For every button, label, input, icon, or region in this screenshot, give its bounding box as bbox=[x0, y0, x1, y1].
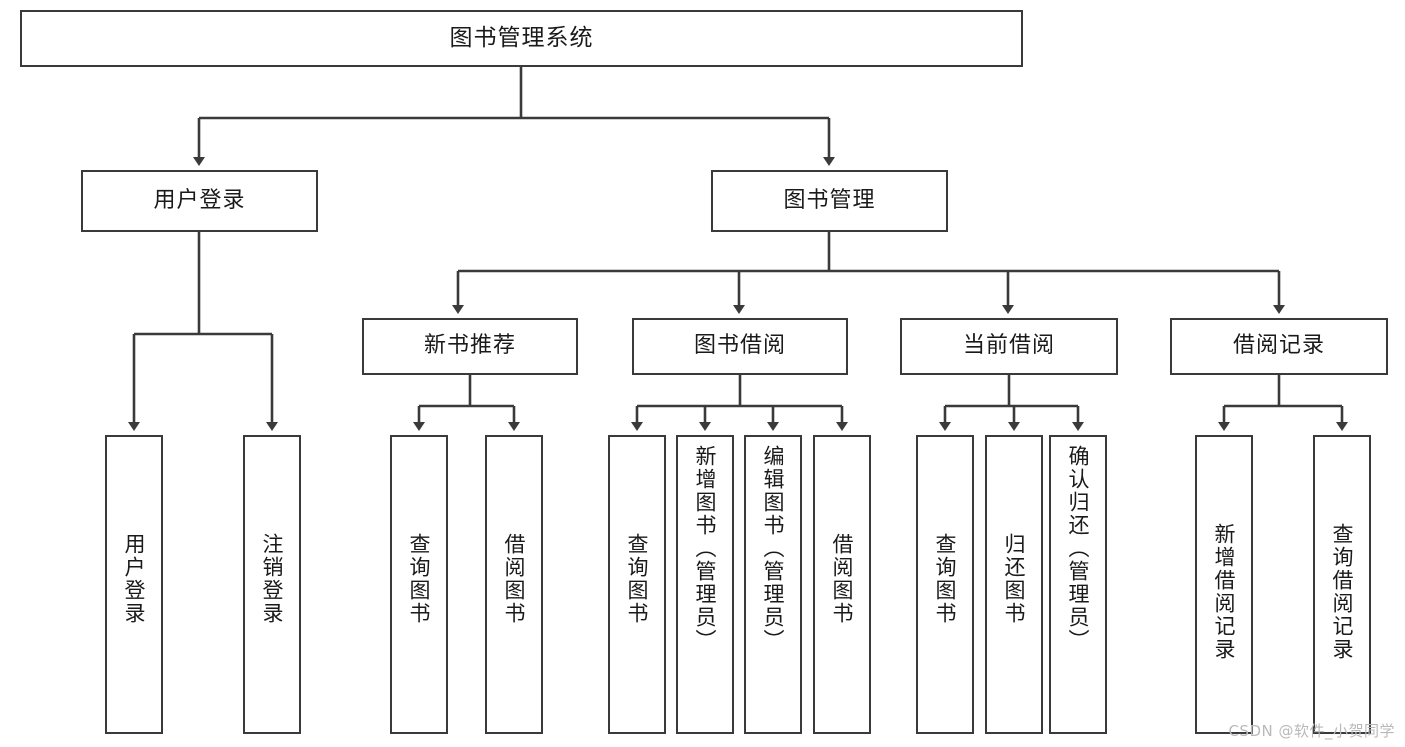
leaf-rec-query2-label: 查询借阅记录 bbox=[1330, 523, 1355, 661]
leaf-cur-confirm[interactable]: 确认归还（管理员） bbox=[1049, 435, 1107, 734]
leaf-borrow-add[interactable]: 新增图书（管理员） bbox=[676, 435, 734, 734]
node-current-borrow[interactable]: 当前借阅 bbox=[900, 318, 1118, 375]
leaf-borrow-edit[interactable]: 编辑图书（管理员） bbox=[744, 435, 802, 734]
leaf-rec-borrow-label: 借阅图书 bbox=[502, 533, 527, 625]
leaf-rec-query[interactable]: 查询图书 bbox=[390, 435, 448, 734]
leaf-cur-return-label: 归还图书 bbox=[1002, 533, 1027, 625]
node-root-label: 图书管理系统 bbox=[449, 24, 594, 51]
leaf-user-login[interactable]: 用户登录 bbox=[105, 435, 163, 734]
leaf-user-login-label: 用户登录 bbox=[122, 533, 147, 625]
leaf-rec-borrow[interactable]: 借阅图书 bbox=[485, 435, 543, 734]
node-current-borrow-label: 当前借阅 bbox=[962, 333, 1055, 359]
leaf-borrow-add-label: 新增图书（管理员） bbox=[693, 445, 718, 652]
node-user-login[interactable]: 用户登录 bbox=[81, 170, 318, 232]
node-user-login-label: 用户登录 bbox=[153, 187, 246, 213]
watermark-text: CSDN @软件_小贺同学 bbox=[1228, 722, 1395, 740]
leaf-user-logout-label: 注销登录 bbox=[260, 533, 285, 625]
node-book-borrow-label: 图书借阅 bbox=[693, 333, 786, 359]
leaf-cur-query[interactable]: 查询图书 bbox=[916, 435, 974, 734]
leaf-cur-confirm-label: 确认归还（管理员） bbox=[1066, 445, 1091, 652]
node-book-manage-label: 图书管理 bbox=[783, 187, 876, 213]
node-root[interactable]: 图书管理系统 bbox=[20, 10, 1023, 67]
leaf-borrow-query-label: 查询图书 bbox=[625, 533, 650, 625]
leaf-borrow-edit-label: 编辑图书（管理员） bbox=[761, 445, 786, 652]
leaf-user-logout[interactable]: 注销登录 bbox=[243, 435, 301, 734]
node-borrow-record-label: 借阅记录 bbox=[1232, 333, 1325, 359]
leaf-rec-query2[interactable]: 查询借阅记录 bbox=[1313, 435, 1371, 734]
leaf-borrow-query[interactable]: 查询图书 bbox=[608, 435, 666, 734]
leaf-cur-return[interactable]: 归还图书 bbox=[985, 435, 1043, 734]
leaf-rec-add-label: 新增借阅记录 bbox=[1212, 523, 1237, 661]
node-book-manage[interactable]: 图书管理 bbox=[711, 170, 948, 232]
leaf-borrow-lend-label: 借阅图书 bbox=[830, 533, 855, 625]
node-book-borrow[interactable]: 图书借阅 bbox=[632, 318, 848, 375]
leaf-rec-query-label: 查询图书 bbox=[407, 533, 432, 625]
leaf-cur-query-label: 查询图书 bbox=[933, 533, 958, 625]
node-new-book-rec[interactable]: 新书推荐 bbox=[362, 318, 578, 375]
leaf-rec-add[interactable]: 新增借阅记录 bbox=[1195, 435, 1253, 734]
node-new-book-rec-label: 新书推荐 bbox=[423, 333, 516, 359]
leaf-borrow-lend[interactable]: 借阅图书 bbox=[813, 435, 871, 734]
node-borrow-record[interactable]: 借阅记录 bbox=[1170, 318, 1388, 375]
